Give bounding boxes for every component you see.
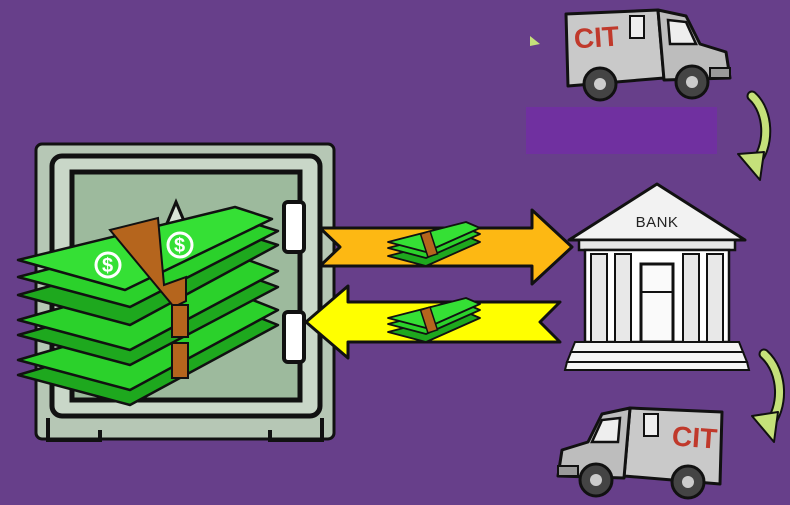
cash-bundle-icon <box>387 297 481 343</box>
label-box <box>526 107 717 154</box>
armored-truck-icon <box>564 8 732 102</box>
curved-arrow-icon <box>737 90 772 181</box>
bank-icon: BANK <box>563 182 751 372</box>
cash-stack-icon: $ $ <box>16 205 280 407</box>
cash-bundle-icon <box>387 221 481 267</box>
armored-truck-icon <box>556 406 724 500</box>
svg-text:$: $ <box>102 255 113 277</box>
truck-label: CIT <box>572 20 621 55</box>
armored-truck-bottom: CIT <box>556 406 728 502</box>
bank-sign: BANK <box>635 214 679 231</box>
curved-arrow-icon <box>751 348 785 443</box>
truck-label: CIT <box>671 420 719 455</box>
armored-truck-top: CIT <box>560 8 732 104</box>
pointer-triangle <box>530 36 540 46</box>
svg-text:$: $ <box>174 235 185 257</box>
